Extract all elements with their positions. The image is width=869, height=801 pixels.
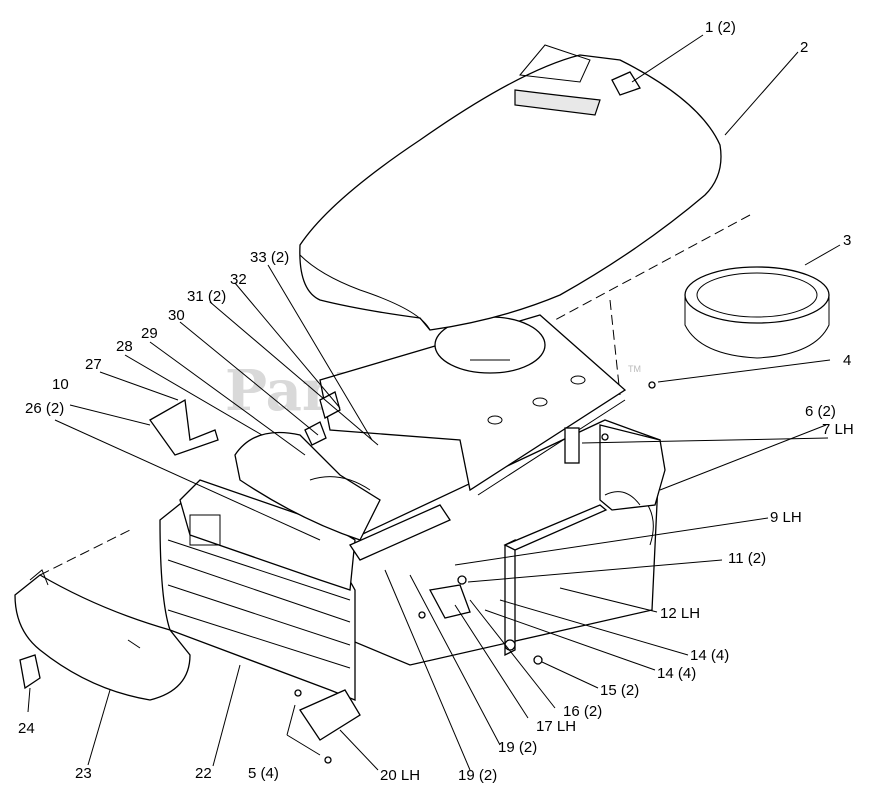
- callout-12: 12 LH: [660, 605, 700, 622]
- callout-14a: 14 (4): [690, 647, 729, 664]
- grille: [159, 479, 356, 701]
- callout-26: 26 (2): [25, 400, 64, 417]
- callout-23: 23: [75, 765, 92, 782]
- front-bumper: [14, 569, 191, 701]
- headlight-ring: [684, 266, 830, 359]
- washer-16: [504, 639, 516, 651]
- bracket-9: [503, 504, 608, 657]
- callout-32: 32: [230, 271, 247, 288]
- bracket-10: [149, 398, 219, 456]
- bolt-15: [533, 655, 543, 665]
- bracket-17: [428, 584, 471, 619]
- alignment-line: [554, 214, 751, 321]
- callout-5: 5 (4): [248, 765, 279, 782]
- callout-22: 22: [195, 765, 212, 782]
- hood: [299, 44, 722, 331]
- alignment-line: [39, 529, 131, 576]
- nut-11: [457, 575, 467, 585]
- callout-1: 1 (2): [705, 19, 736, 36]
- callout-11: 11 (2): [728, 550, 766, 567]
- callout-19a: 19 (2): [498, 739, 537, 756]
- callouts: 1 (2) 2 3 4 5 (4) 6 (2) 7 LH 9 LH 10 11 …: [18, 19, 854, 784]
- callout-2: 2: [800, 39, 808, 56]
- callout-10: 10: [52, 376, 69, 393]
- support-19: [349, 504, 451, 561]
- spacer-6: [564, 427, 580, 464]
- plate-20: [299, 689, 361, 741]
- alignment-line: [609, 299, 621, 396]
- screw-5b: [324, 756, 332, 764]
- callout-24: 24: [18, 720, 35, 737]
- screw-6: [601, 433, 609, 441]
- screw-5a: [294, 689, 302, 697]
- emblem: [19, 654, 41, 690]
- callout-30: 30: [168, 307, 185, 324]
- callout-9: 9 LH: [770, 509, 802, 526]
- watermark-trademark: TM: [628, 364, 641, 374]
- callout-28: 28: [116, 338, 133, 355]
- callout-27: 27: [85, 356, 102, 373]
- callout-6: 6 (2): [805, 403, 836, 420]
- callout-14b: 14 (4): [657, 665, 696, 682]
- callout-19b: 19 (2): [458, 767, 497, 784]
- latch-33: [319, 391, 341, 419]
- callout-33: 33 (2): [250, 249, 289, 266]
- screw-19: [418, 611, 426, 619]
- leader-lines: [27, 34, 841, 771]
- callout-7: 7 LH: [822, 421, 854, 438]
- hood-latch: [611, 71, 641, 96]
- side-panel-7: [599, 424, 666, 511]
- callout-17: 17 LH: [536, 718, 576, 735]
- callout-16: 16 (2): [563, 703, 602, 720]
- callout-29: 29: [141, 325, 158, 342]
- callout-31: 31 (2): [187, 288, 226, 305]
- screw-4: [648, 381, 656, 389]
- callout-15: 15 (2): [600, 682, 639, 699]
- callout-3: 3: [843, 232, 851, 249]
- callout-4: 4: [843, 352, 851, 369]
- callout-20: 20 LH: [380, 767, 420, 784]
